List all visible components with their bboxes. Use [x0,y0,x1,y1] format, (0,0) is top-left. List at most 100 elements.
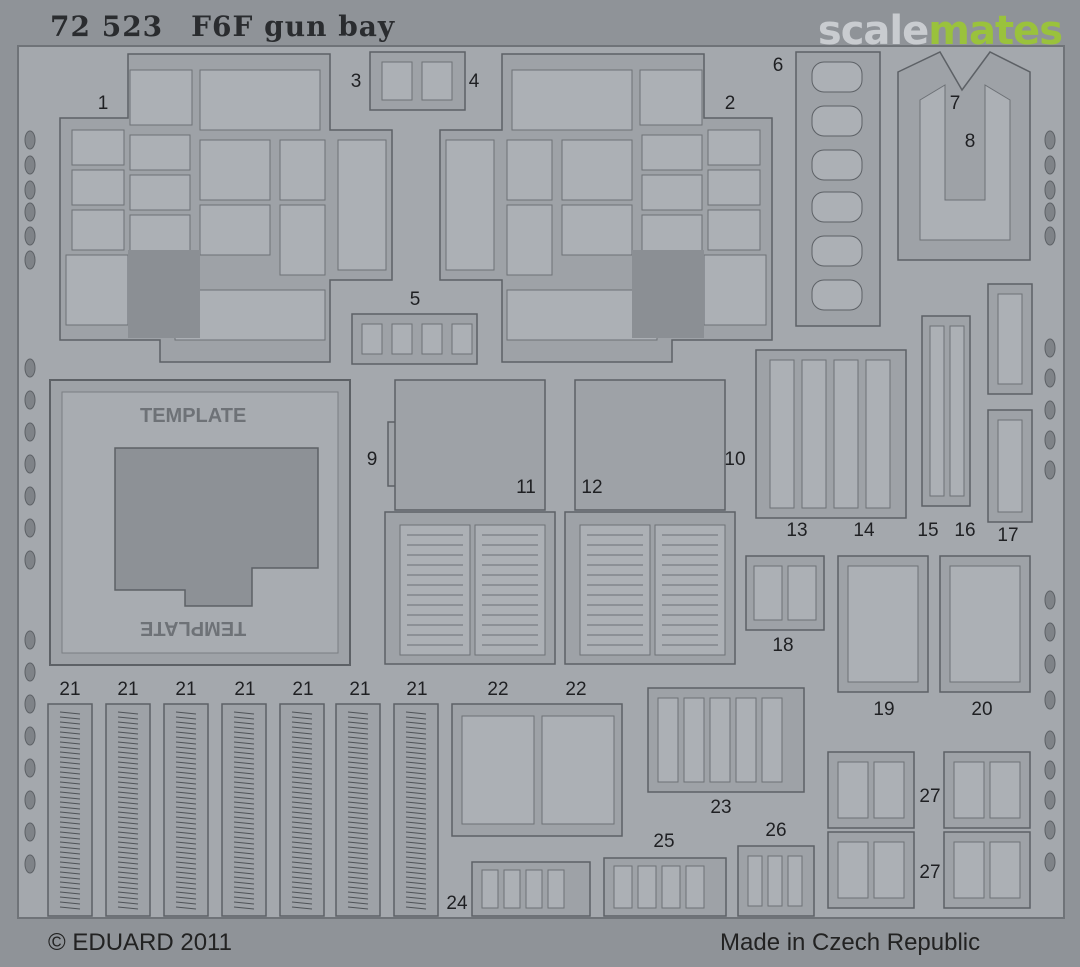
coil [175,821,197,825]
coil [291,841,313,845]
coil [233,751,255,755]
coil [175,831,197,835]
coil [117,831,139,835]
part-21-spring [279,703,325,917]
part-number-label: 18 [772,635,794,656]
part-number-label: 14 [853,520,875,541]
coil [405,726,427,730]
coil [347,776,369,780]
coil [405,741,427,745]
part-number-label: 9 [366,449,378,470]
coil [291,796,313,800]
coil [291,801,313,805]
part-number-label: 1 [97,93,109,114]
sprue-tab [24,790,36,810]
slot [811,61,863,93]
coil [347,871,369,875]
coil [291,776,313,780]
coil [233,761,255,765]
coil [291,731,313,735]
coil [233,846,255,850]
coil [175,811,197,815]
coil [347,866,369,870]
coil [175,756,197,760]
coil [233,826,255,830]
coil [405,901,427,905]
coil [59,796,81,800]
coil [117,741,139,745]
coil [405,806,427,810]
coil [59,746,81,750]
panel-cell [787,565,817,621]
coil [59,886,81,890]
panel-cell [279,139,326,201]
coil [59,901,81,905]
panel-cell [421,323,443,355]
coil [405,876,427,880]
coil [59,771,81,775]
panel-cell [579,524,651,656]
coil [59,846,81,850]
panel-cell [561,204,633,256]
coil [405,716,427,720]
slot [811,235,863,267]
panel-cell [767,855,783,907]
sprue-tab [1044,690,1056,710]
panel-cell [685,865,705,909]
sprue-tab [1044,460,1056,480]
panel-cell [801,359,827,509]
coil [117,886,139,890]
part-number-label: 15 [917,520,939,541]
template-label-top: TEMPLATE [140,405,247,427]
coil [117,856,139,860]
coil [405,736,427,740]
part-number-label: 21 [292,679,314,700]
panel-cell [279,204,326,276]
part-number-label: 22 [487,679,509,700]
coil [347,806,369,810]
coil [59,876,81,880]
coil [175,866,197,870]
coil [117,806,139,810]
sheet-code: 72 523 [50,10,164,43]
coil [117,716,139,720]
coil [59,731,81,735]
coil [405,881,427,885]
panel-cell [707,169,761,206]
panel-cell [703,254,767,326]
sprue-tab [24,250,36,270]
coil [347,906,369,910]
panel-cell [474,524,546,656]
coil [59,841,81,845]
coil [347,716,369,720]
coil [347,856,369,860]
coil [291,771,313,775]
part-number-label: 10 [724,449,746,470]
coil [347,846,369,850]
coil [405,766,427,770]
panel-cell [833,359,859,509]
coil [59,716,81,720]
panel-cell [481,869,499,909]
coil [233,746,255,750]
slot [811,105,863,137]
sprue-tab [1044,368,1056,388]
part-number-label: 6 [772,55,784,76]
coil [117,751,139,755]
coil [347,741,369,745]
spring-frame [163,703,209,917]
part-number-label: 19 [873,699,895,720]
coil [405,871,427,875]
coil [117,901,139,905]
coil [291,906,313,910]
spring-frame [221,703,267,917]
panel-cell [837,841,869,899]
sprue-tab [24,854,36,874]
panel-cell [129,174,191,211]
coil [347,841,369,845]
spring-frame [47,703,93,917]
coil [233,766,255,770]
panel-cell [503,869,521,909]
part-number-label: 22 [565,679,587,700]
coil [347,891,369,895]
